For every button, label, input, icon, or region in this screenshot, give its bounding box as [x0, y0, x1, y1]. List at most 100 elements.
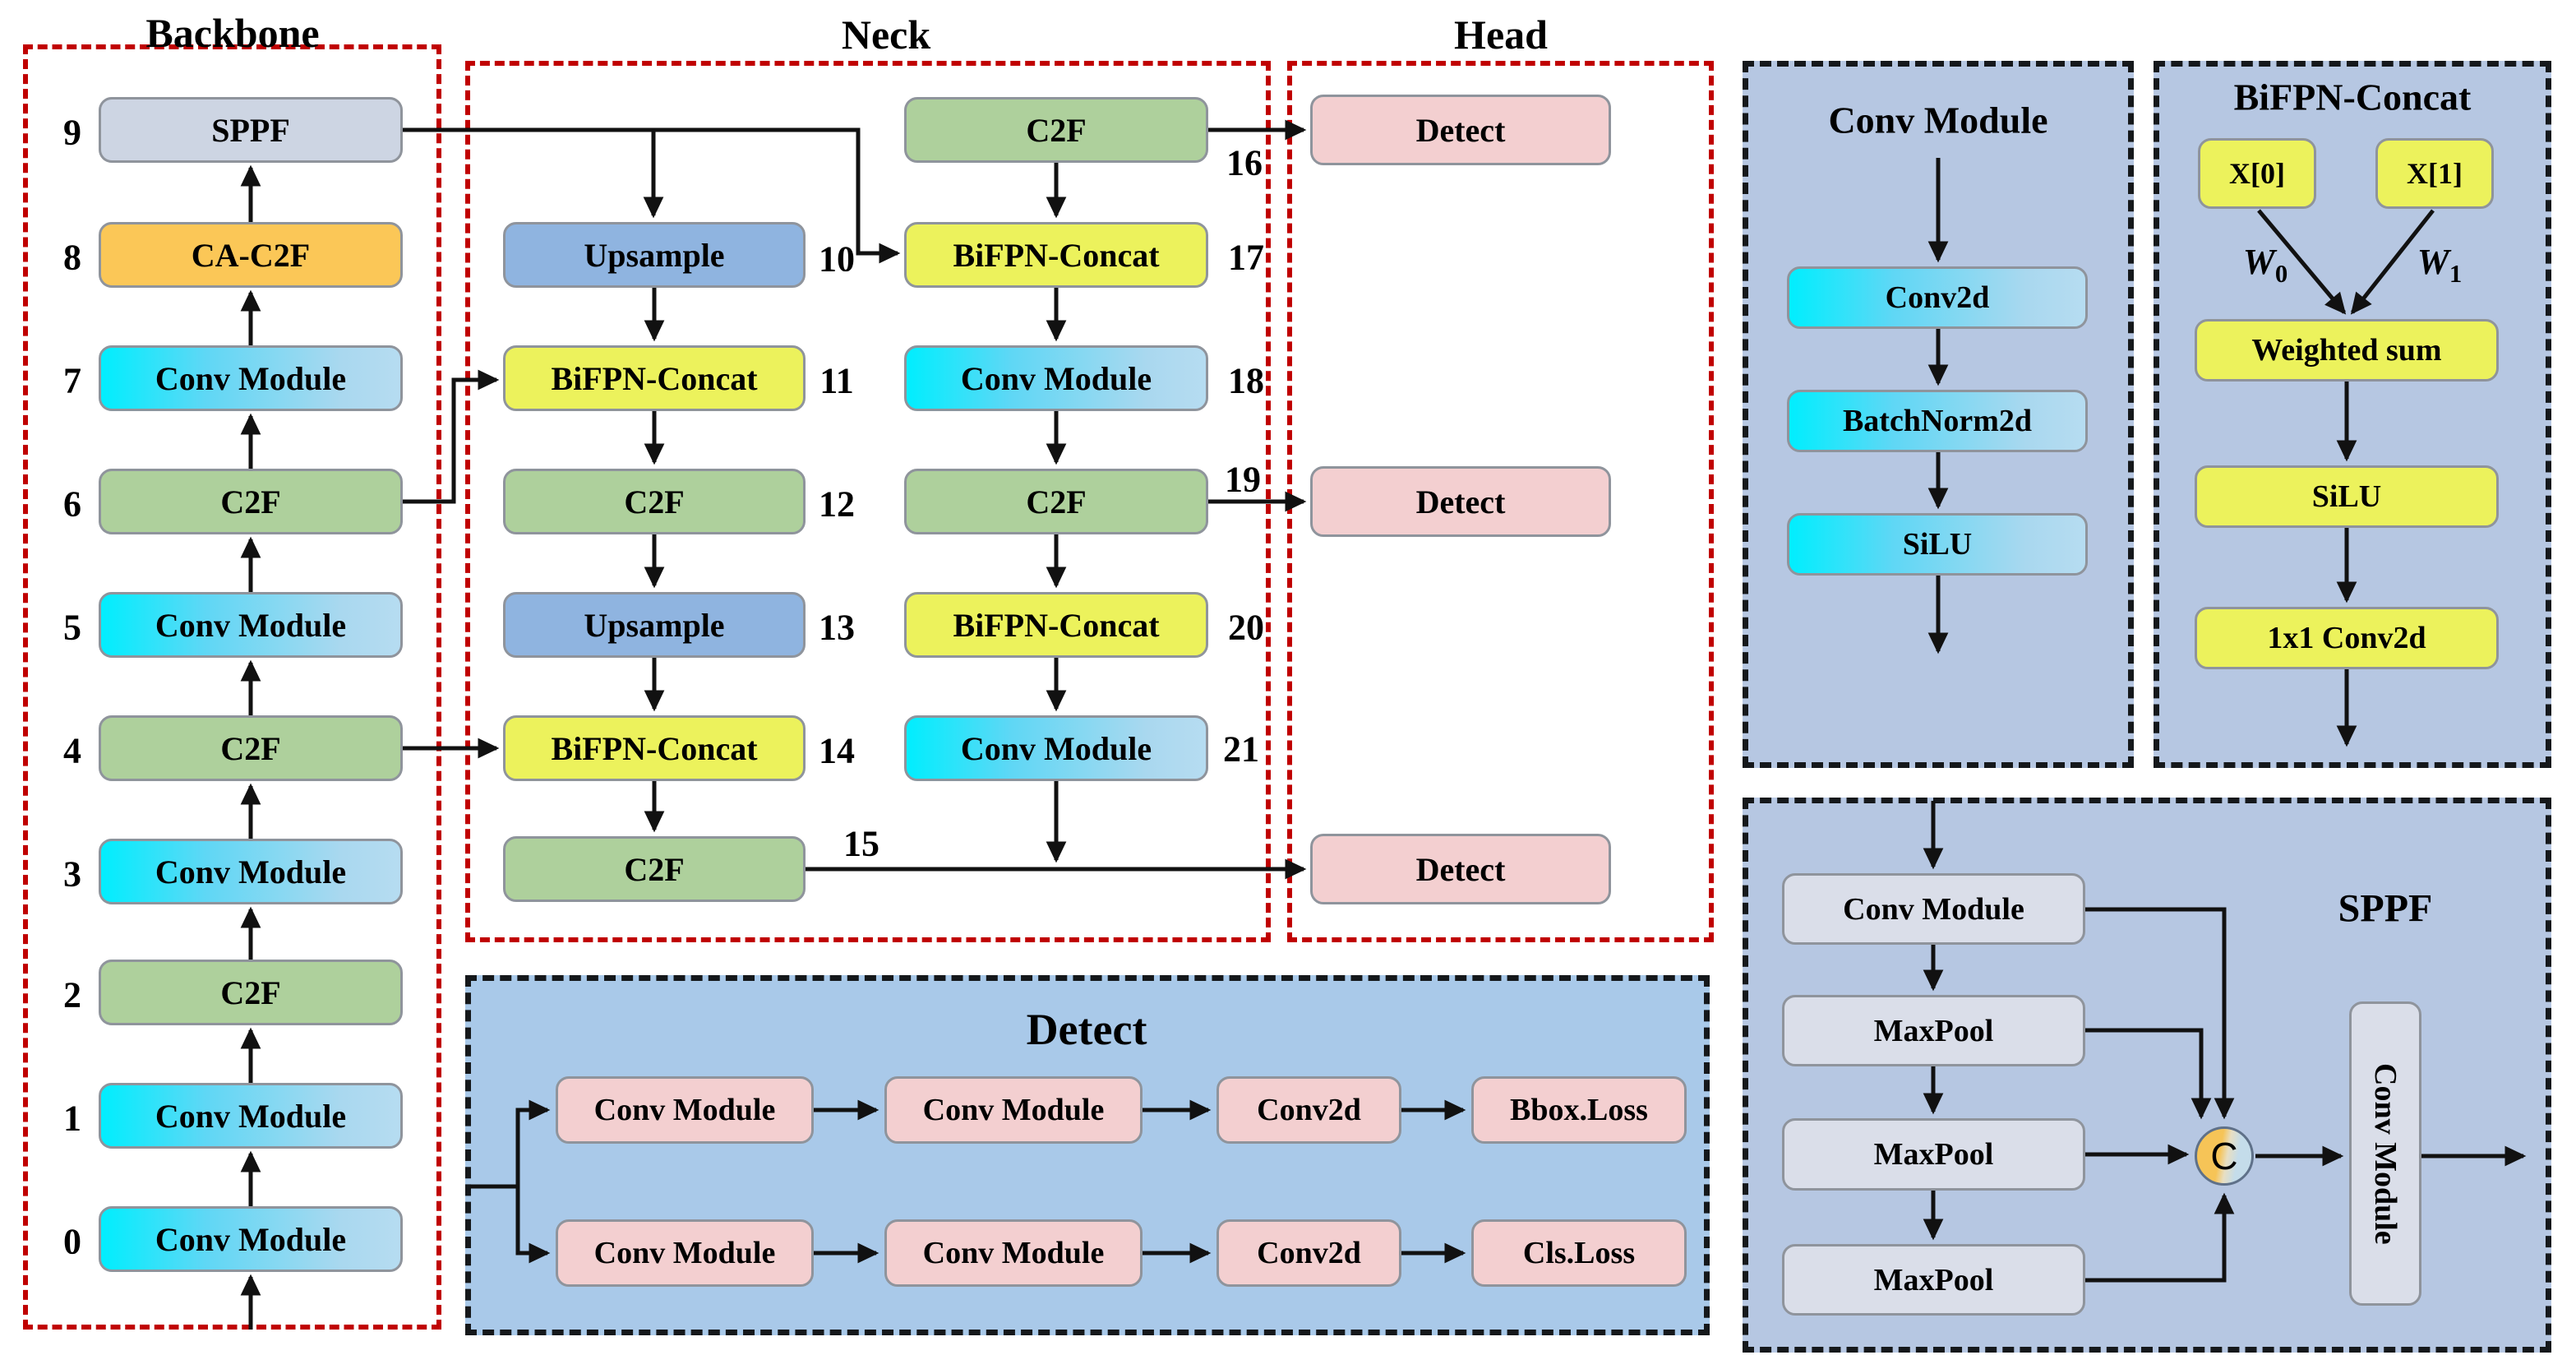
layer-num-15: 15 [843, 823, 879, 864]
layer-num-0: 0 [63, 1221, 81, 1262]
backbone-ca-c2f-8-label: CA-C2F [191, 236, 311, 274]
neck-upsample-13-label: Upsample [584, 606, 725, 644]
neck-c2f-12-label: C2F [624, 483, 685, 520]
head-detect-2: Detect [1310, 466, 1611, 537]
backbone-c2f-6-label: C2F [220, 483, 281, 520]
bifpn-silu: SiLU [2195, 465, 2499, 528]
detect-cls-loss-label: Cls.Loss [1522, 1236, 1636, 1270]
layer-num-19: 19 [1225, 459, 1261, 500]
detect-conv-module-2a: Conv Module [556, 1219, 814, 1287]
neck-bifpn-concat-20-label: BiFPN-Concat [953, 606, 1160, 644]
backbone-section [23, 44, 441, 1330]
backbone-conv-7: Conv Module [99, 345, 403, 411]
layer-num-12: 12 [819, 483, 855, 525]
neck-conv-18: Conv Module [904, 345, 1208, 411]
detect-conv-module-2a-label: Conv Module [593, 1236, 776, 1270]
neck-c2f-12: C2F [503, 469, 806, 534]
layer-num-1: 1 [63, 1098, 81, 1139]
weight-w1-subscript: 1 [2449, 259, 2463, 288]
head-detect-1-label: Detect [1415, 111, 1506, 149]
neck-c2f-16: C2F [904, 97, 1208, 163]
edge-mp1-to-c [2085, 1028, 2212, 1120]
neck-upsample-10-label: Upsample [584, 236, 725, 274]
sppf-maxpool-2: MaxPool [1782, 1118, 2085, 1191]
layer-num-2: 2 [63, 974, 81, 1015]
sppf-maxpool-1: MaxPool [1782, 995, 2085, 1066]
backbone-c2f-4: C2F [99, 715, 403, 781]
backbone-conv-0-label: Conv Module [155, 1220, 347, 1258]
backbone-c2f-4-label: C2F [220, 729, 281, 767]
panel-silu: SiLU [1787, 513, 2088, 576]
edge-sppf9-to-bifpn17 [403, 127, 901, 264]
layer-num-18: 18 [1228, 360, 1264, 401]
backbone-sppf-9: SPPF [99, 97, 403, 163]
neck-bifpn-concat-14-label: BiFPN-Concat [551, 729, 758, 767]
detect-panel-title: Detect [1026, 1005, 1147, 1054]
sppf-conv-module: Conv Module [1782, 873, 2085, 945]
layer-num-3: 3 [63, 853, 81, 895]
backbone-conv-3-label: Conv Module [155, 853, 347, 890]
detect-conv2d-1: Conv2d [1216, 1076, 1401, 1144]
backbone-conv-0: Conv Module [99, 1206, 403, 1272]
neck-upsample-13: Upsample [503, 592, 806, 658]
head-detect-3-label: Detect [1415, 850, 1506, 888]
neck-bifpn-concat-20: BiFPN-Concat [904, 592, 1208, 658]
sppf-conv-module-out: Conv Module [2349, 1001, 2421, 1306]
neck-bifpn-concat-17: BiFPN-Concat [904, 222, 1208, 288]
bifpn-silu-label: SiLU [2311, 479, 2382, 514]
layer-num-14: 14 [819, 730, 855, 771]
detect-cls-loss: Cls.Loss [1471, 1219, 1687, 1287]
detect-conv-module-2b: Conv Module [884, 1219, 1143, 1287]
sppf-maxpool-1-label: MaxPool [1873, 1013, 1994, 1048]
neck-conv-21: Conv Module [904, 715, 1208, 781]
detect-conv2d-2: Conv2d [1216, 1219, 1401, 1287]
backbone-c2f-2: C2F [99, 960, 403, 1025]
edge-c2f6-to-bifpn11 [403, 369, 500, 504]
bifpn-panel-title: BiFPN-Concat [2233, 76, 2472, 118]
detect-bbox-loss: Bbox.Loss [1471, 1076, 1687, 1144]
sppf-maxpool-3: MaxPool [1782, 1244, 2085, 1316]
head-detect-2-label: Detect [1415, 483, 1506, 520]
weight-w0-subscript: 0 [2274, 259, 2288, 288]
edge-scm-to-c [2085, 907, 2235, 1120]
layer-num-16: 16 [1226, 142, 1263, 183]
bifpn-x0: X[0] [2198, 138, 2316, 209]
detect-conv-module-1a: Conv Module [556, 1076, 814, 1144]
bifpn-x1: X[1] [2375, 138, 2494, 209]
bifpn-weighted-sum-label: Weighted sum [2251, 333, 2442, 368]
neck-bifpn-concat-11-label: BiFPN-Concat [551, 359, 758, 397]
backbone-title: Backbone [145, 10, 320, 56]
layer-num-20: 20 [1228, 607, 1264, 648]
detect-conv-module-1b: Conv Module [884, 1076, 1143, 1144]
layer-num-11: 11 [819, 360, 854, 401]
edge-mp3-to-c [2085, 1192, 2235, 1283]
detect-conv-module-2b-label: Conv Module [922, 1236, 1105, 1270]
edge-detect-branch-bottom [515, 1186, 551, 1264]
bifpn-weighted-sum: Weighted sum [2195, 319, 2499, 382]
backbone-conv-7-label: Conv Module [155, 359, 347, 397]
backbone-conv-1: Conv Module [99, 1083, 403, 1149]
neck-c2f-15-label: C2F [624, 850, 685, 888]
backbone-conv-1-label: Conv Module [155, 1097, 347, 1135]
edge-x1-ws [2350, 209, 2435, 315]
bifpn-1x1-conv2d-label: 1x1 Conv2d [2267, 621, 2426, 655]
layer-num-8: 8 [63, 237, 81, 278]
panel-batchnorm2d-label: BatchNorm2d [1842, 404, 2033, 438]
neck-c2f-19: C2F [904, 469, 1208, 534]
sppf-maxpool-3-label: MaxPool [1873, 1262, 1994, 1297]
head-detect-3: Detect [1310, 834, 1611, 904]
layer-num-7: 7 [63, 360, 81, 401]
bifpn-1x1-conv2d: 1x1 Conv2d [2195, 607, 2499, 669]
neck-conv-18-label: Conv Module [960, 359, 1152, 397]
backbone-sppf-9-label: SPPF [211, 111, 290, 149]
sppf-conv-module-out-label: Conv Module [2368, 1062, 2403, 1245]
layer-num-21: 21 [1223, 728, 1259, 770]
neck-title: Neck [841, 12, 931, 58]
detect-conv-module-1a-label: Conv Module [593, 1093, 776, 1127]
layer-num-9: 9 [63, 112, 81, 153]
head-title: Head [1454, 12, 1548, 58]
weight-w1: W1 [2417, 242, 2463, 288]
head-detect-1: Detect [1310, 95, 1611, 165]
neck-c2f-15: C2F [503, 836, 806, 902]
